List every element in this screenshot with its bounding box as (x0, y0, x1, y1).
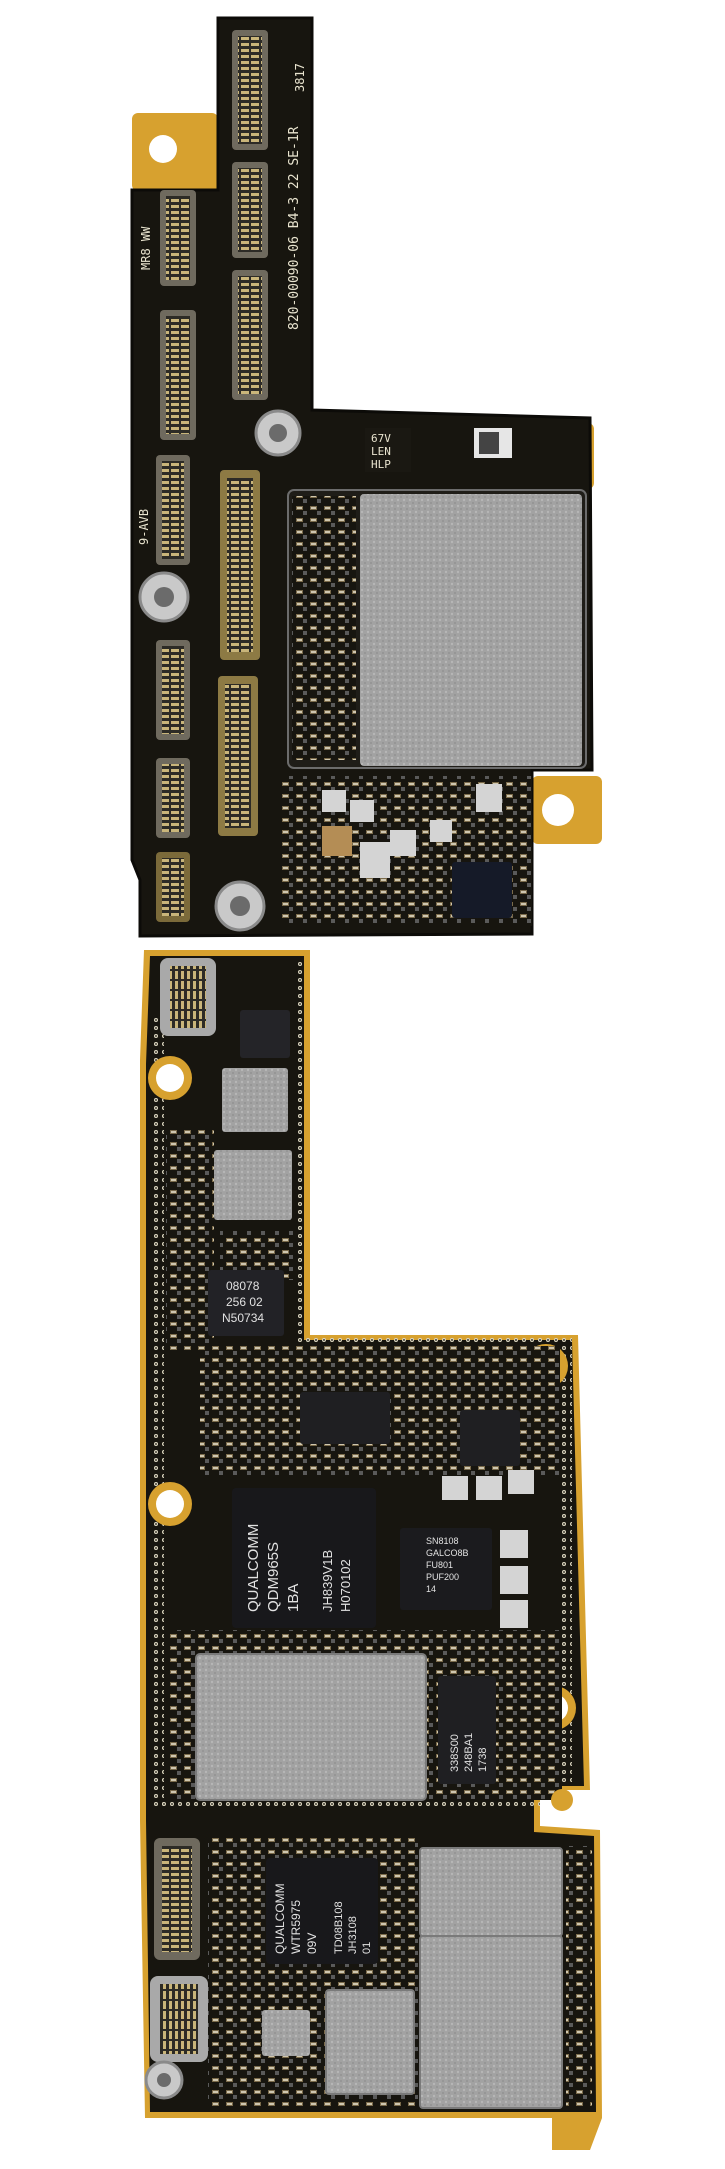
chip-label: PUF200 (426, 1572, 459, 1582)
chip-label: 1738 (477, 1748, 489, 1772)
chip-label: 338S00 (449, 1734, 461, 1772)
connector-pins (162, 646, 184, 734)
label-sticker (365, 428, 411, 472)
chip (400, 1528, 492, 1610)
shield-can (222, 1068, 288, 1132)
chip-label: JH3108 (347, 1916, 359, 1954)
chip-label: TD08B108 (333, 1901, 345, 1954)
connector-pins (166, 316, 190, 434)
mount-hole (149, 135, 177, 163)
memory-chip (208, 1270, 284, 1336)
chip-label: 248BA1 (463, 1733, 475, 1772)
screw-hole (230, 896, 250, 916)
connector-pins (162, 1846, 192, 1952)
gold-tab-bottom (554, 2116, 590, 2150)
shield-can (419, 1935, 563, 2109)
shield-can (419, 1847, 563, 1937)
shield-can (360, 494, 582, 766)
connector-pins (238, 168, 262, 252)
upper-board: 67V LEN HLP 820-00090-06 B4-3 22 SE-1R 3… (130, 16, 602, 938)
connector-pins (162, 461, 184, 559)
inductor (500, 1530, 528, 1558)
lower-board: 08078 256 02 N50734 QUALCOMM QDM965S 1BA… (140, 950, 602, 2150)
chip-label: H070102 (338, 1559, 353, 1612)
shield-can (195, 1653, 427, 1801)
inductor (430, 820, 452, 842)
inductor (508, 1470, 534, 1494)
mount-hole (542, 794, 574, 826)
chip-label: 1BA (285, 1584, 302, 1612)
inductor (322, 826, 352, 856)
inductor (390, 830, 416, 856)
inductor (500, 1600, 528, 1628)
inductor (442, 1476, 468, 1500)
qr-sticker-inner (479, 432, 499, 454)
chip-label: 256 02 (226, 1295, 263, 1309)
chip-label: QUALCOMM (273, 1883, 287, 1954)
label-line: LEN (371, 445, 391, 458)
component-field (166, 1130, 214, 1350)
mount-hole (156, 1064, 184, 1092)
inductor (350, 800, 374, 822)
label-line: 67V (371, 432, 391, 445)
inductor (360, 842, 390, 878)
inductor (322, 790, 346, 812)
silkscreen-text: 820-00090-06 B4-3 22 SE-1R (287, 126, 302, 330)
via-row (160, 1800, 540, 1810)
via-row (296, 962, 306, 1342)
chip (438, 1676, 496, 1784)
component-field (566, 1846, 592, 2106)
silkscreen-text: 3817 (293, 63, 307, 92)
connector-pins (162, 858, 184, 916)
chip-label: N50734 (222, 1311, 264, 1325)
screw-hole (157, 2073, 171, 2087)
component-field (292, 496, 356, 760)
chip-label: 08078 (226, 1279, 260, 1293)
chip-label: 14 (426, 1584, 436, 1594)
screw-hole (269, 424, 287, 442)
chip-label: QUALCOMM (245, 1524, 262, 1612)
connector-pins (225, 684, 251, 828)
chip (240, 1010, 290, 1058)
shield-can (262, 2010, 310, 2056)
inductor (476, 1476, 502, 1500)
mount-hole (156, 1490, 184, 1518)
connector-pins (166, 196, 190, 280)
chip (300, 1392, 390, 1444)
connector-pins (238, 36, 262, 144)
chip-label: SN8108 (426, 1536, 459, 1546)
label-line: HLP (371, 458, 391, 471)
chip (452, 862, 512, 918)
shield-can (214, 1150, 292, 1220)
apple-logo-icon (551, 1789, 573, 1811)
connector-pins (160, 1984, 198, 2054)
via-row (562, 1346, 572, 1786)
chip (460, 1410, 520, 1466)
silkscreen-text: 9-AVB (137, 509, 151, 545)
connector-pins (227, 478, 253, 652)
chip-label: 01 (361, 1942, 373, 1954)
silkscreen-text: MR8 WW (139, 226, 153, 270)
connector-pins (238, 276, 262, 394)
shield-can (325, 1989, 415, 2095)
chip-label: WTR5975 (289, 1900, 303, 1954)
inductor (500, 1566, 528, 1594)
connector-pins (162, 764, 184, 832)
connector-pins (170, 966, 206, 1028)
transceiver-chip (266, 1858, 378, 1964)
chip-label: FU801 (426, 1560, 453, 1570)
via-row (152, 1018, 164, 1808)
chip-label: 09V (305, 1933, 319, 1954)
qualcomm-modem-chip (232, 1488, 376, 1628)
inductor (476, 784, 502, 812)
via-row (304, 1336, 572, 1346)
chip-label: GALCO8B (426, 1548, 469, 1558)
chip-label: QDM965S (265, 1542, 282, 1612)
screw-hole (154, 587, 174, 607)
chip-label: JH839V1B (320, 1550, 335, 1612)
